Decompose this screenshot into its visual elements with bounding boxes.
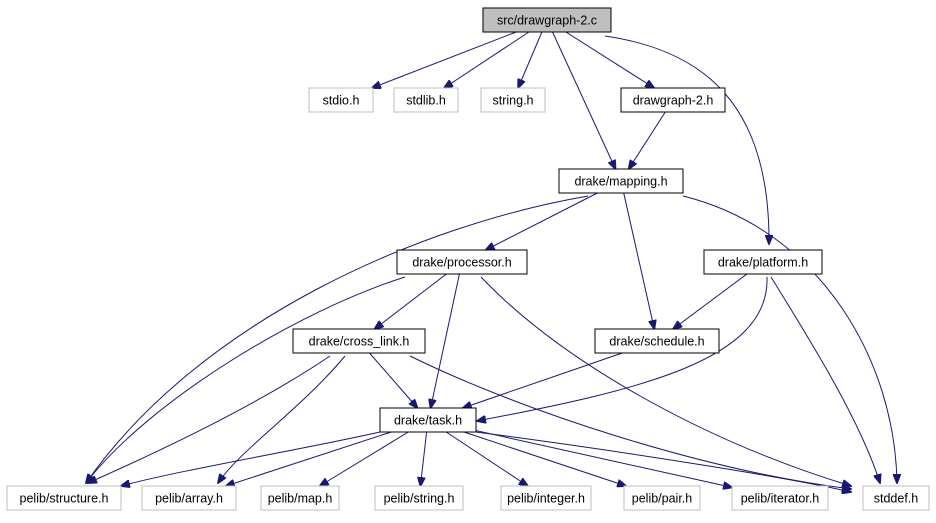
node-box (292, 328, 426, 354)
node-box (500, 485, 592, 511)
node-processor[interactable]: drake/processor.h (396, 249, 528, 275)
node-structure: pelib/structure.h (6, 485, 122, 511)
node-label: pelib/pair.h (632, 492, 693, 506)
edge-drawgraph_c-to-platform (604, 35, 769, 244)
node-platform[interactable]: drake/platform.h (703, 249, 823, 275)
edge-task-to-map (320, 431, 409, 486)
node-label: pelib/integer.h (507, 492, 585, 506)
edge-task-to-pair (463, 431, 626, 486)
edge-drawgraph_c-to-stdio (372, 31, 517, 88)
edge-platform-to-task (477, 276, 768, 421)
node-box (308, 87, 374, 113)
node-label: drake/task.h (394, 414, 462, 428)
node-box (623, 485, 701, 511)
node-box (396, 249, 528, 275)
node-label: pelib/array.h (155, 492, 223, 506)
node-label: drake/schedule.h (609, 335, 704, 349)
node-box (482, 7, 612, 33)
nodes-layer: src/drawgraph-2.c stdio.h stdlib.h string.h… (6, 7, 930, 511)
node-box (6, 485, 122, 511)
edge-processor-to-task (431, 273, 460, 408)
node-cross-link[interactable]: drake/cross_link.h (292, 328, 426, 354)
edge-drawgraph_c-to-stdlib (444, 31, 530, 88)
edge-schedule-to-task (463, 352, 623, 408)
node-label: src/drawgraph-2.c (497, 14, 597, 28)
node-box (862, 485, 930, 511)
node-label: stddef.h (874, 492, 919, 506)
node-label: string.h (493, 94, 534, 108)
node-integer: pelib/integer.h (500, 485, 592, 511)
node-box (703, 249, 823, 275)
edge-processor-to-cross_link (375, 273, 447, 329)
node-stddef: stddef.h (862, 485, 930, 511)
node-box (620, 87, 726, 113)
edges-layer (86, 31, 897, 492)
node-label: pelib/structure.h (20, 492, 109, 506)
node-label: pelib/map.h (268, 492, 333, 506)
node-stdlib: stdlib.h (393, 87, 459, 113)
node-box (480, 87, 546, 113)
node-label: drake/platform.h (718, 256, 808, 270)
node-box (374, 485, 464, 511)
edge-mapping-to-schedule (623, 192, 655, 329)
edge-mapping-to-stddef (682, 195, 897, 483)
node-box (379, 407, 477, 433)
node-iterator: pelib/iterator.h (731, 485, 829, 511)
edge-cross_link-to-array (218, 355, 346, 483)
edge-task-to-integer (445, 431, 528, 486)
edge-drawgraph_h-to-mapping (629, 111, 666, 169)
node-box (141, 485, 237, 511)
edge-drawgraph_c-to-drawgraph_h (565, 31, 654, 88)
node-box (260, 485, 340, 511)
node-label: drake/mapping.h (574, 175, 667, 189)
node-box (594, 328, 720, 354)
edge-mapping-to-structure (86, 195, 589, 483)
edge-processor-to-structure (86, 276, 406, 483)
edge-task-to-stddef (475, 431, 851, 492)
node-box (558, 168, 684, 194)
edge-drawgraph_c-to-string (518, 31, 543, 88)
edge-cross_link-to-structure (88, 355, 331, 483)
node-schedule[interactable]: drake/schedule.h (594, 328, 720, 354)
node-mapping[interactable]: drake/mapping.h (558, 168, 684, 194)
node-label: drake/cross_link.h (309, 335, 410, 349)
edge-platform-to-schedule (673, 273, 748, 329)
node-pstring: pelib/string.h (374, 485, 464, 511)
node-label: drake/processor.h (412, 256, 511, 270)
node-map: pelib/map.h (260, 485, 340, 511)
node-drawgraph-h[interactable]: drawgraph-2.h (620, 87, 726, 113)
edge-platform-to-stddef (770, 276, 880, 483)
node-string: string.h (480, 87, 546, 113)
edge-task-to-structure (121, 431, 381, 486)
node-task[interactable]: drake/task.h (379, 407, 477, 433)
edge-cross_link-to-task (369, 352, 418, 408)
edge-mapping-to-processor (486, 192, 598, 250)
edge-task-to-pstring (420, 431, 428, 486)
node-array: pelib/array.h (141, 485, 237, 511)
node-label: stdio.h (323, 94, 360, 108)
node-label: drawgraph-2.h (633, 94, 714, 108)
edge-drawgraph_c-to-mapping (552, 31, 616, 169)
node-label: pelib/iterator.h (741, 492, 820, 506)
edge-task-to-iterator (475, 430, 732, 488)
node-label: stdlib.h (406, 94, 446, 108)
node-stdio: stdio.h (308, 87, 374, 113)
node-drawgraph-c[interactable]: src/drawgraph-2.c (482, 7, 612, 33)
edge-processor-to-stddef (480, 276, 851, 486)
node-box (393, 87, 459, 113)
node-pair: pelib/pair.h (623, 485, 701, 511)
edge-task-to-array (226, 431, 392, 486)
node-box (731, 485, 829, 511)
node-label: pelib/string.h (384, 492, 455, 506)
